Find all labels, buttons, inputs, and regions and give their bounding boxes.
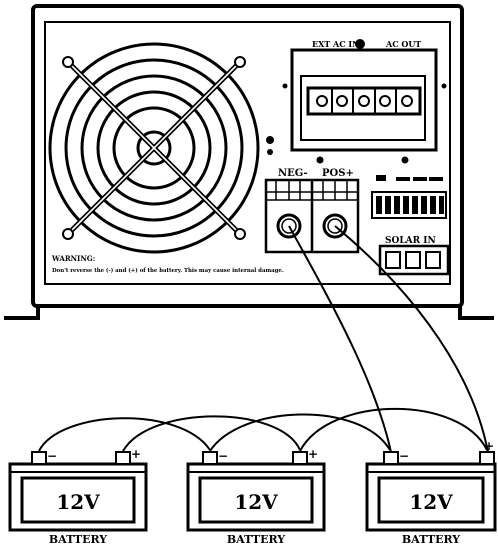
battery-1-neg-post (31, 451, 47, 465)
panel-screw-right (441, 83, 447, 89)
battery-3-label: BATTERY (402, 533, 460, 545)
pos-terminal-label: POS+ (322, 168, 354, 179)
ac-terminal-block: EXT AC IN AC OUT (282, 39, 447, 152)
battery-2-neg-post (202, 451, 218, 465)
ground-screw (266, 136, 274, 155)
battery-2-pos-post (292, 451, 308, 465)
ac-terminal-5 (401, 95, 413, 107)
neg-terminal-label: NEG- (278, 168, 308, 179)
battery-1-label: BATTERY (49, 533, 107, 545)
fan-screw-top-right (234, 56, 246, 68)
ac-terminal-1 (316, 95, 328, 107)
dip-switch-block (371, 175, 447, 219)
battery-3: − + 12V BATTERY (365, 439, 497, 545)
battery-1-pos-symbol: + (131, 447, 141, 461)
fan-screw-bottom-left (62, 228, 74, 240)
jumper-bat2-pos (299, 407, 488, 452)
battery-2-voltage: 12V (234, 490, 278, 514)
warning-title: WARNING: (51, 254, 95, 263)
battery-2-label: BATTERY (227, 533, 285, 545)
ac-out-label: AC OUT (385, 39, 421, 49)
battery-1-neg-symbol: − (47, 449, 57, 463)
solar-in-label: SOLAR IN (385, 236, 436, 246)
battery-2: − + 12V BATTERY (186, 447, 326, 545)
solar-input-connector: SOLAR IN (378, 236, 450, 276)
wiring (38, 225, 489, 453)
battery-3-pos-post (479, 451, 495, 465)
battery-3-voltage: 12V (409, 490, 453, 514)
battery-3-neg-symbol: − (399, 449, 409, 463)
ac-terminal-2 (336, 95, 348, 107)
right-mounting-foot (458, 306, 494, 320)
fan-screw-bottom-right (234, 228, 246, 240)
pos-main-cable (334, 225, 489, 453)
battery-3-neg-post (383, 451, 399, 465)
neg-main-cable (288, 225, 392, 453)
battery-1-pos-post (115, 451, 131, 465)
warning-note: WARNING: Don't reverse the (-) and (+) o… (51, 254, 284, 274)
battery-2-neg-symbol: − (218, 449, 228, 463)
left-mounting-foot (4, 306, 40, 320)
warning-text: Don't reverse the (-) and (+) of the bat… (52, 267, 284, 274)
jumper-bat2-neg (209, 413, 391, 452)
ext-ac-in-label: EXT AC IN (312, 39, 359, 49)
terminal-divider-screw (355, 39, 365, 49)
ac-terminal-4 (379, 95, 391, 107)
battery-2-pos-symbol: + (308, 447, 318, 461)
jumper-bat1-neg (38, 417, 211, 452)
dc-indicator-left (316, 156, 324, 164)
cooling-fan (48, 42, 260, 254)
battery-1-voltage: 12V (56, 490, 100, 514)
battery-1: − + 12V BATTERY (8, 447, 148, 545)
fan-screw-top-left (62, 56, 74, 68)
battery-3-pos-symbol: + (484, 439, 494, 453)
panel-screw-left (282, 83, 288, 89)
ac-terminal-3 (358, 95, 370, 107)
jumper-bat1-pos (122, 415, 301, 452)
dc-indicator-right (401, 156, 409, 164)
dc-terminal-block: NEG- POS+ (264, 156, 409, 254)
